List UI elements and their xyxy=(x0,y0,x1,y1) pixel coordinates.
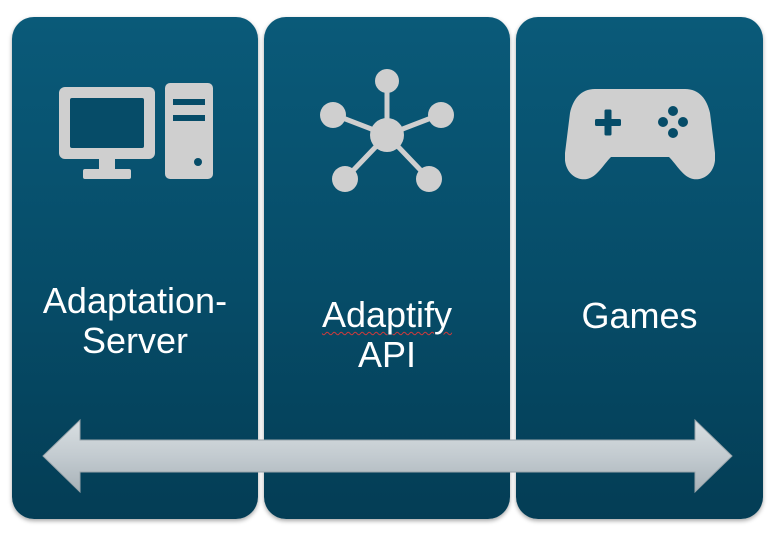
panel-games: Games xyxy=(516,17,763,519)
panel-adaptation-server: Adaptation- Server xyxy=(12,17,258,519)
desktop-computer-icon xyxy=(12,79,258,183)
label-games: Games xyxy=(516,296,763,336)
label-line-1: Adaptation- xyxy=(42,280,228,321)
label-line-2: API xyxy=(357,334,417,375)
label-line-1: Games xyxy=(581,295,698,336)
label-line-2: Server xyxy=(81,320,189,361)
label-adaptify-api: Adaptify API xyxy=(264,295,510,375)
network-hub-icon xyxy=(264,69,510,195)
label-adaptation-server: Adaptation- Server xyxy=(12,281,258,361)
gamepad-icon xyxy=(516,81,763,183)
label-line-1: Adaptify xyxy=(321,294,453,335)
panel-adaptify-api: Adaptify API xyxy=(264,17,510,519)
